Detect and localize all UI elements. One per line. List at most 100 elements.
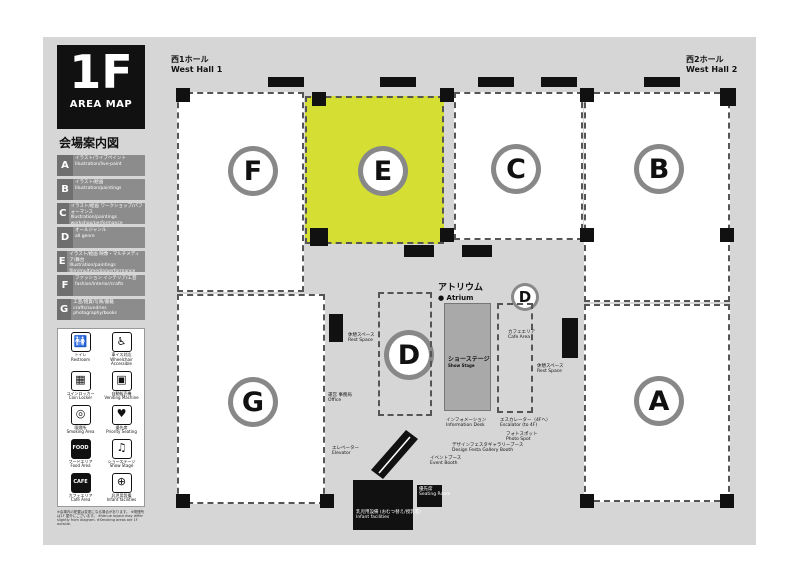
seating-room-block	[417, 485, 442, 507]
event-booth-en: Event Booth	[430, 461, 458, 466]
facility-icon: ♫	[111, 438, 132, 459]
zone-letter: E	[363, 151, 403, 191]
event-booth-jp: イベントブース	[430, 456, 462, 461]
rest-space-right-en: Rest Space	[537, 369, 562, 374]
door-marker	[644, 77, 680, 87]
elevator-label: エレベーター Elevator	[332, 446, 359, 456]
facility-en: Priority Seating	[106, 429, 137, 434]
show-stage-en: Show Stage	[448, 363, 475, 368]
pillar	[176, 494, 190, 508]
zone-marker-f[interactable]: F	[228, 146, 278, 196]
infant-facility-block	[353, 480, 413, 530]
zone-letter: D	[514, 286, 536, 308]
elevator-en: Elevator	[332, 451, 351, 456]
legend-text-en: all genre	[75, 233, 95, 239]
hall-zone-b[interactable]	[584, 92, 730, 302]
escalator-jp: エスカレーター（4Fへ）	[500, 418, 551, 423]
legend-key: E	[57, 251, 68, 272]
zone-marker-e[interactable]: E	[358, 146, 408, 196]
information-jp: インフォメーション	[446, 418, 487, 423]
facility-jp: 喫煙所	[74, 424, 87, 430]
information-desk-label: インフォメーション Information Desk	[446, 418, 486, 428]
legend-text-en: Illustration/paintings workshop/performa…	[70, 215, 123, 224]
gallery-booth-en: Design Festa Gallery Booth	[452, 448, 514, 453]
wall-block	[329, 314, 343, 342]
door-marker	[380, 77, 416, 87]
pillar	[720, 228, 734, 242]
zone-d-area	[378, 292, 432, 416]
facility-en: Smoking Area	[66, 429, 95, 434]
photo-spot-label: フォトスポット Photo Spot	[506, 432, 538, 442]
facility-icon: ▦	[70, 370, 91, 391]
zone-marker-a[interactable]: A	[634, 376, 684, 426]
facility-jp: ショーステージ	[107, 458, 136, 464]
legend-text-jp: イラスト/絵画 映像・マルチメディア/舞台	[69, 252, 140, 263]
facility-jp: 乳児用設備	[111, 492, 132, 498]
pillar	[440, 88, 454, 102]
legend-key: C	[57, 203, 69, 224]
escalator-en: Escalator (to 4F)	[500, 423, 538, 428]
facility-en: Show Stage	[109, 463, 134, 468]
facility-jp: 車イス対応	[111, 352, 132, 357]
zone-letter: B	[639, 149, 679, 189]
legend-text-jp: イラスト/絵画 ワークショップ/パフォーマンス	[70, 204, 143, 215]
pillar	[312, 92, 326, 106]
zone-marker-d-small[interactable]: D	[511, 283, 539, 311]
cafe-area-jp: カフェエリア	[508, 330, 535, 335]
zone-marker-c[interactable]: C	[491, 144, 541, 194]
legend-key: G	[57, 299, 72, 320]
show-stage[interactable]: ショーステージ Show Stage	[444, 303, 491, 411]
legend-text-jp: オールジャンル	[75, 228, 107, 233]
stair-block	[404, 245, 434, 257]
atrium-label-en: ● Atrium	[438, 294, 474, 302]
legend-text-jp: 工芸/雑貨/写真/書籍	[73, 300, 114, 305]
rest-space-right-jp: 休憩スペース	[537, 364, 564, 369]
photo-spot-jp: フォトスポット	[506, 432, 538, 437]
infant-facility-en: Infant facilities	[356, 515, 390, 520]
zone-marker-d-main[interactable]: D	[384, 330, 434, 380]
facility-icon: 🚻	[70, 332, 91, 352]
legend-key: B	[57, 179, 73, 200]
office-jp: 運営 事務局	[328, 393, 352, 398]
rest-space-right: 休憩スペース Rest Space	[537, 364, 563, 374]
pillar	[440, 228, 454, 242]
pillar	[720, 88, 736, 106]
cafe-area-label: カフェエリア Cafe Area	[508, 330, 535, 340]
facility-jp: カフェエリア	[68, 492, 93, 498]
zone-marker-g[interactable]: G	[228, 377, 278, 427]
show-stage-label: ショーステージ Show Stage	[448, 354, 490, 368]
facility-jp: フードエリア	[68, 458, 93, 464]
facility-en: Infant facilities	[106, 497, 137, 502]
facility-jp: コインロッカー	[66, 390, 95, 396]
zone-d-side-area	[497, 303, 533, 413]
door-marker	[541, 77, 577, 87]
zone-marker-b[interactable]: B	[634, 144, 684, 194]
atrium-label-jp: アトリウム	[438, 283, 484, 293]
facility-jp: トイレ	[74, 352, 87, 357]
legend-text-en: Illustration/live-paint	[75, 161, 122, 167]
stair-block	[462, 245, 492, 257]
escalator-graphic	[371, 430, 418, 479]
cafe-area-en: Cafe Area	[508, 335, 531, 340]
zone-letter: G	[233, 382, 273, 422]
photo-spot-en: Photo Spot	[506, 437, 531, 442]
legend-text-en: crafts/sundries photography/books	[73, 305, 117, 317]
